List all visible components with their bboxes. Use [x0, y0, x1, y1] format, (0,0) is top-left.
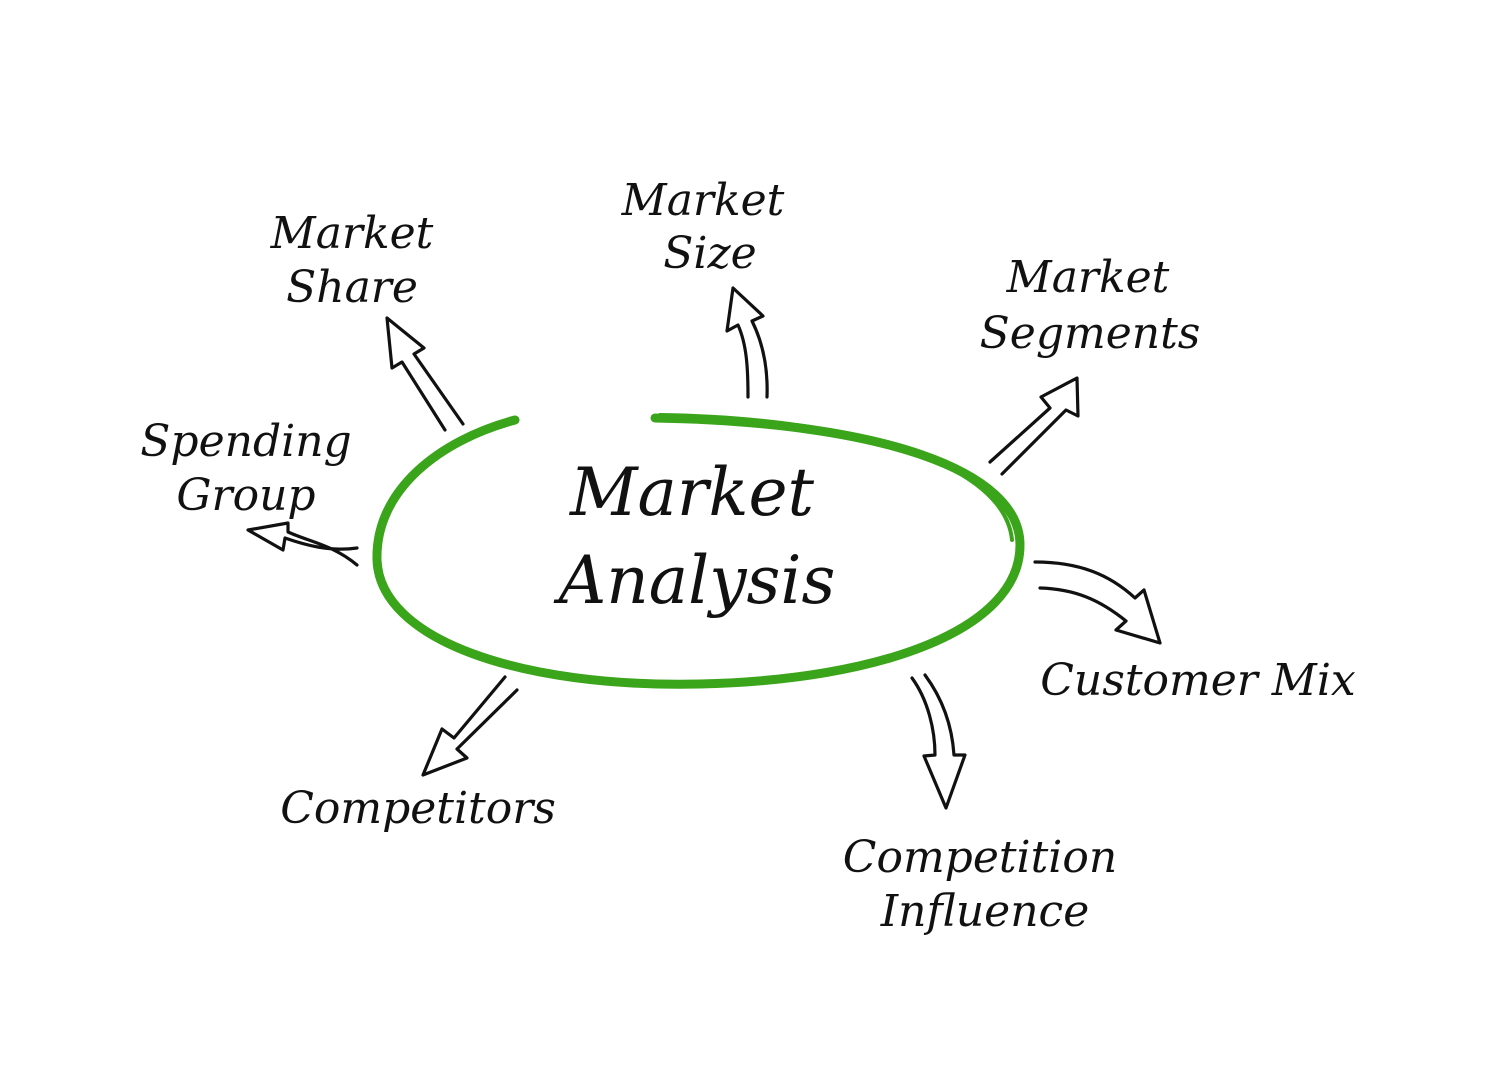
market-size-label-line-1: Market	[621, 175, 785, 226]
competitors-label: Competitors	[280, 783, 556, 834]
customer-mix-label: Customer Mix	[1040, 655, 1356, 706]
node-market-share: Market Share	[270, 208, 434, 313]
center-title-line-1: Market	[569, 454, 815, 531]
spending-group-label-line-2: Group	[176, 470, 315, 521]
spending-group-label-line-1: Spending	[140, 416, 351, 467]
node-competitors: Competitors	[280, 783, 556, 834]
node-customer-mix: Customer Mix	[1040, 655, 1356, 706]
market-size-label-line-2: Size	[663, 228, 756, 279]
market-segments-label-line-1: Market	[1006, 252, 1170, 303]
market-segments-label-line-2: Segments	[980, 308, 1201, 359]
arrow-to-market-share	[385, 316, 465, 432]
node-spending-group: Spending Group	[140, 416, 351, 521]
arrow-to-spending-group	[246, 521, 359, 567]
arrow-to-market-segments	[988, 376, 1080, 476]
arrow-to-competition-influence	[910, 673, 967, 810]
arrow-to-competitors	[421, 675, 519, 777]
market-share-label-line-1: Market	[270, 208, 434, 259]
center-ellipse	[372, 413, 1025, 689]
market-share-label-line-2: Share	[286, 262, 418, 313]
competition-influence-label-line-2: Influence	[880, 886, 1089, 937]
ellipse-stroke-main	[372, 413, 1025, 689]
node-market-segments: Market Segments	[980, 252, 1201, 359]
competition-influence-label-line-1: Competition	[843, 832, 1117, 883]
center-title-line-2: Analysis	[553, 542, 836, 619]
arrow-to-customer-mix	[1033, 560, 1162, 645]
arrow-to-market-size	[725, 286, 769, 399]
node-market-size: Market Size	[621, 175, 785, 279]
node-competition-influence: Competition Influence	[843, 832, 1117, 937]
ellipse-stroke-inner	[658, 413, 1014, 542]
